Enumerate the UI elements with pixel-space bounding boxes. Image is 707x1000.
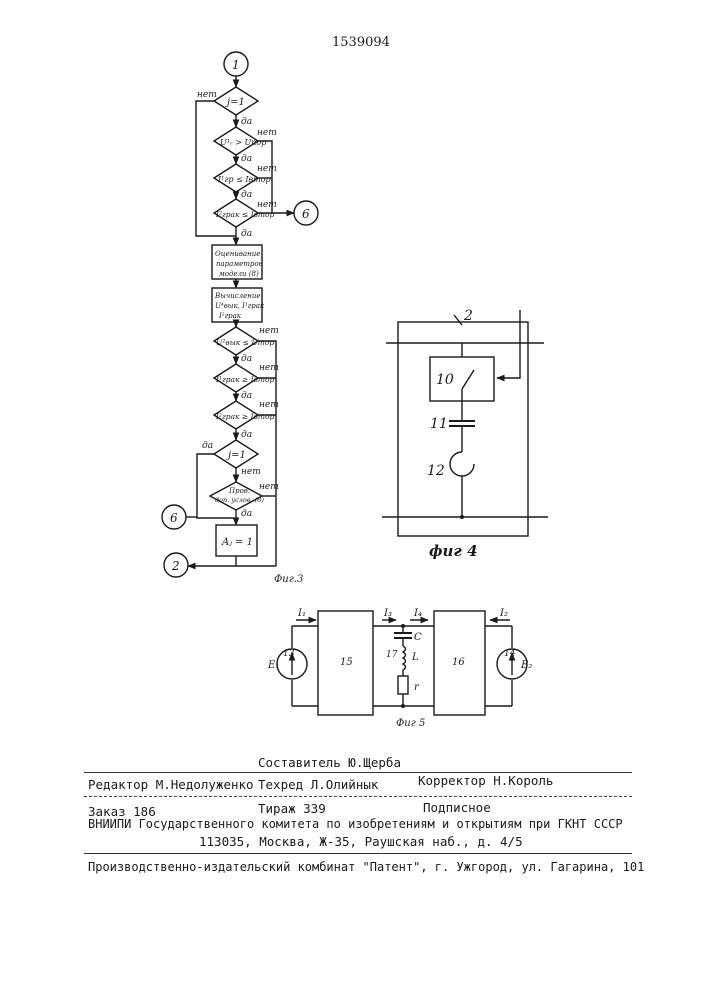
b2-line3: I²грак [218,312,242,320]
editor: Редактор М.Недолуженко [88,779,254,792]
connector-2-label: 2 [171,559,180,573]
d9-no-label: нет [259,482,279,492]
techred: Техред Л.Олийнык [258,779,378,792]
fig4-ref-10: 10 [436,372,454,388]
fig3-flowchart: 1 j=1 нет да U¹ᵣ > Uпор нет да I¹гр ≤ Iв… [162,52,318,585]
d5-yes-label: да [241,354,252,364]
fig5-ref-16: 16 [452,657,465,668]
inductor-L [403,646,406,670]
d8-label: j=1 [226,450,246,461]
b1-line3: модели (8) [219,270,259,278]
subscription: Подписное [423,802,491,815]
fig4-ref-11: 11 [430,416,448,432]
b1-line1: Оценивание [215,250,260,258]
d8-yes-label: да [202,441,213,451]
plant: Производственно-издательский комбинат "П… [88,861,644,873]
d6-label: I¹грак ≥ Iвтор [215,375,275,384]
d6-no-label: нет [259,363,279,373]
d9-yes-label: да [241,509,252,519]
d1-no-label: нет [197,90,217,100]
fig5-ref-17: 17 [386,650,398,660]
current-I1: I₁ [297,608,306,619]
fig4-caption: фиг 4 [429,542,478,560]
d2-label: U¹ᵣ > Uпор [220,138,266,147]
b3-label: Aⱼ = 1 [221,537,253,548]
b2-line2: U⁴вык, I¹грак [215,302,265,310]
connector-6-out-label: 6 [302,207,310,221]
rule-3 [84,853,632,854]
fig4-ref-12: 12 [427,463,445,479]
connector-1-label: 1 [232,58,240,72]
fig5-ref-15: 15 [340,657,353,668]
current-I2: I₂ [499,608,508,619]
d4-yes-label: да [241,229,252,239]
d2-yes-label: да [241,154,252,164]
current-I3: I₃ [383,608,392,619]
d7-no-label: нет [259,400,279,410]
d7-label: I²грак ≥ Iвтор [215,412,275,421]
d6-yes-label: да [241,391,252,401]
current-I4: I₄ [413,608,422,619]
d9-line2: доп. услов. (8) [215,496,264,504]
d4-no-label: нет [257,200,277,210]
emf-E1: E₁ [267,660,279,671]
d5-no-label: нет [259,326,279,336]
fig4-ref-2: 2 [463,308,473,324]
d3-label: I¹гр ≤ Iвтор [217,175,271,184]
d8-no-label: нет [241,467,261,477]
fig5-ref-14: 14 [504,649,516,659]
emf-E2: E₂ [520,660,532,671]
d3-no-label: нет [257,164,277,174]
connector-6-in-label: 6 [170,511,178,525]
d7-yes-label: да [241,430,252,440]
d1-yes-label: да [241,117,252,127]
label-L: L [411,652,419,663]
inductor-12-arc [450,452,474,476]
d1-label: j=1 [225,97,245,108]
b2-line1: Вычисление [214,292,261,300]
d5-label: U²вык ≤ Uтор [216,338,274,347]
composer: Составитель Ю.Щерба [258,757,401,770]
fig5-ref-13: 13 [283,649,295,659]
d9-line1: Пров. [228,487,250,495]
fig4-circuit: 2 10 11 12 фиг 4 [382,308,548,560]
d2-no-label: нет [257,128,277,138]
d4-label: I²грак ≤ Iвтор [215,210,275,219]
fig5-circuit: I₁ I₃ I₄ I₂ 13 E₁ 14 E₂ 15 16 C L 17 r [267,608,532,729]
d3-yes-label: да [241,190,252,200]
rule-2 [84,796,632,797]
label-r: r [414,682,420,693]
label-C: C [414,632,422,643]
vniipi: ВНИИПИ Государственного комитета по изоб… [88,818,623,830]
fig5-caption: Фиг 5 [396,718,425,729]
circulation: Тираж 339 [258,803,326,816]
address: 113035, Москва, Ж-35, Раушская наб., д. … [199,836,523,849]
fig3-caption: Фиг.3 [274,574,303,585]
b1-line2: параметров [216,260,263,268]
resistor-r [398,676,408,694]
fig4-frame [398,322,528,536]
corrector: Корректор Н.Король [418,775,553,788]
